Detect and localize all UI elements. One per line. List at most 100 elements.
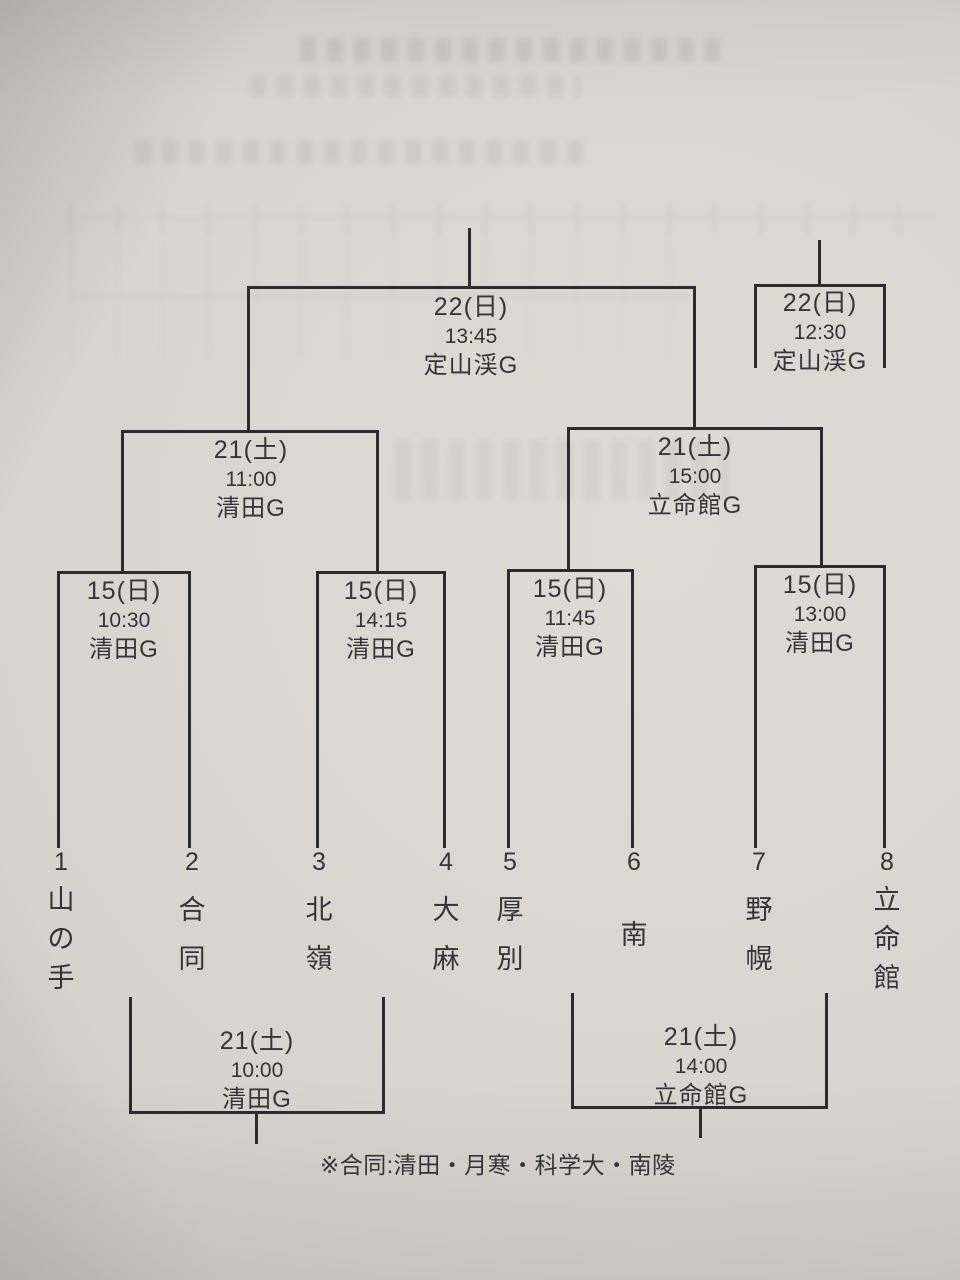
- match-venue: 立命館G: [647, 492, 743, 519]
- bracket-line: [247, 286, 250, 433]
- bracket-line: [754, 565, 886, 568]
- bracket-line: [754, 565, 757, 848]
- match-venue: 定山渓G: [423, 352, 519, 379]
- team-seed: 8: [880, 848, 894, 876]
- bracket-line: [631, 569, 634, 848]
- match-venue: 定山渓G: [772, 348, 868, 375]
- team-name: 野幌: [745, 895, 773, 974]
- match-time: 15:00: [668, 465, 722, 488]
- bracket-line: [567, 427, 823, 430]
- match-third-place: 22(日) 12:30 定山渓G: [772, 289, 868, 376]
- match-venue: 清田G: [785, 630, 855, 657]
- bracket-line: [382, 997, 385, 1114]
- team-name: 山の手: [47, 885, 75, 993]
- team-name: 南: [620, 919, 648, 950]
- bracket-line: [57, 571, 60, 848]
- match-quarterfinal-3: 15(日) 11:45 清田G: [532, 575, 608, 662]
- team-slot-5: 5 厚別: [490, 846, 530, 986]
- match-time: 10:00: [230, 1059, 284, 1082]
- team-seed: 5: [503, 848, 517, 876]
- team-name: 厚別: [496, 895, 524, 974]
- match-time: 12:30: [793, 321, 847, 344]
- joint-team-footnote: ※合同:清田・月寒・科学大・南陵: [320, 1152, 676, 1178]
- match-date: 21(土): [657, 433, 733, 461]
- match-date: 15(日): [343, 577, 419, 605]
- team-seed: 3: [312, 848, 326, 876]
- match-time: 13:00: [793, 603, 847, 626]
- bleed-through-smudge: [300, 38, 720, 62]
- match-semifinal-right: 21(土) 15:00 立命館G: [647, 433, 743, 520]
- bracket-line: [188, 571, 191, 848]
- bracket-line: [567, 427, 570, 572]
- team-slot-3: 3 北嶺: [299, 846, 339, 986]
- bracket-line: [468, 228, 471, 288]
- bracket-line: [376, 430, 379, 574]
- match-venue: 立命館G: [653, 1082, 749, 1109]
- bracket-line: [754, 284, 757, 368]
- bracket-line: [693, 286, 696, 430]
- match-date: 15(日): [782, 571, 858, 599]
- bleed-through-smudge: [135, 140, 585, 164]
- match-time: 11:45: [544, 607, 596, 630]
- team-slot-7: 7 野幌: [739, 846, 779, 986]
- bracket-line: [316, 571, 319, 848]
- bracket-line: [883, 565, 886, 848]
- bracket-line: [820, 427, 823, 568]
- match-quarterfinal-1: 15(日) 10:30 清田G: [86, 577, 162, 664]
- bracket-line: [699, 1106, 702, 1138]
- team-seed: 4: [439, 848, 453, 876]
- bracket-line: [129, 997, 132, 1114]
- bracket-line: [57, 571, 191, 574]
- match-date: 22(日): [433, 293, 509, 321]
- bracket-line: [255, 1111, 258, 1144]
- team-slot-8: 8 立命館: [867, 846, 907, 993]
- match-date: 21(土): [213, 436, 289, 464]
- team-slot-2: 2 合同: [172, 846, 212, 986]
- bleed-through-smudge: [250, 75, 580, 97]
- match-consolation-right: 21(土) 14:00 立命館G: [653, 1023, 749, 1110]
- bracket-line: [247, 286, 696, 289]
- match-venue: 清田G: [222, 1086, 292, 1113]
- match-final: 22(日) 13:45 定山渓G: [423, 293, 519, 380]
- team-slot-1: 1 山の手: [41, 846, 81, 993]
- match-time: 14:00: [674, 1055, 728, 1078]
- team-name: 北嶺: [305, 895, 333, 974]
- team-name: 立命館: [873, 885, 901, 993]
- bracket-line: [825, 993, 828, 1109]
- match-venue: 清田G: [216, 495, 286, 522]
- match-venue: 清田G: [346, 636, 416, 663]
- match-consolation-left: 21(土) 10:00 清田G: [219, 1027, 295, 1114]
- match-date: 21(土): [219, 1027, 295, 1055]
- match-venue: 清田G: [535, 634, 605, 661]
- bracket-line: [443, 571, 446, 848]
- team-seed: 2: [185, 848, 199, 876]
- match-date: 22(日): [782, 289, 858, 317]
- match-quarterfinal-4: 15(日) 13:00 清田G: [782, 571, 858, 658]
- bracket-line: [121, 430, 379, 433]
- match-date: 21(土): [663, 1023, 739, 1051]
- match-date: 15(日): [532, 575, 608, 603]
- match-time: 11:00: [225, 468, 277, 491]
- bracket-line: [507, 569, 634, 572]
- bleed-through-smudge: [70, 240, 690, 360]
- match-venue: 清田G: [89, 636, 159, 663]
- team-name: 大麻: [432, 895, 460, 974]
- match-date: 15(日): [86, 577, 162, 605]
- bracket-line: [507, 569, 510, 848]
- match-time: 10:30: [97, 609, 151, 632]
- bleed-through-smudge: [70, 204, 935, 234]
- bracket-line: [571, 993, 574, 1109]
- bracket-line: [883, 284, 886, 368]
- team-seed: 7: [752, 848, 766, 876]
- match-time: 14:15: [354, 609, 408, 632]
- team-slot-6: 6 南: [614, 846, 654, 986]
- match-time: 13:45: [444, 325, 498, 348]
- bracket-line: [121, 430, 124, 574]
- bracket-line: [316, 571, 446, 574]
- team-name: 合同: [178, 895, 206, 974]
- bracket-line: [754, 284, 886, 287]
- bracket-line: [818, 240, 821, 287]
- match-semifinal-left: 21(土) 11:00 清田G: [213, 436, 289, 523]
- match-quarterfinal-2: 15(日) 14:15 清田G: [343, 577, 419, 664]
